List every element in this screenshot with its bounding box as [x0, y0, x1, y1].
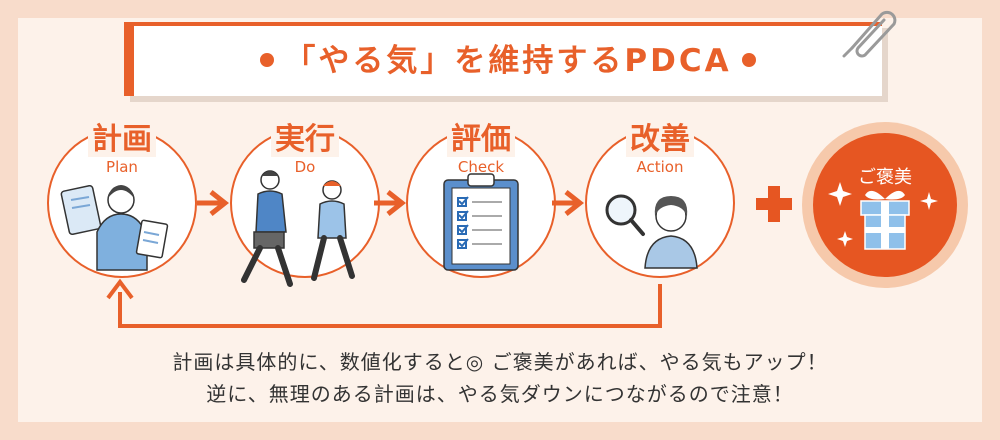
paperclip-icon [842, 10, 897, 58]
step-subtitle: Do [294, 158, 316, 176]
person-with-documents-icon [60, 184, 169, 271]
step-title: 計画 [37, 114, 207, 158]
gift-box-icon [828, 182, 938, 250]
caption-line-2: 逆に、無理のある計画は、やる気ダウンにつながるので注意！ [206, 382, 794, 406]
arrow-right-icon [197, 190, 229, 216]
arrow-right-icon [552, 190, 584, 216]
bullet-dot-right [741, 52, 756, 67]
checklist-clipboard-icon [443, 173, 519, 271]
bullet-dot-left [260, 52, 275, 67]
step-subtitle: Plan [106, 158, 138, 176]
step-title: 評価 [396, 114, 566, 158]
title-banner: 「やる気」を維持するPDCA [124, 22, 882, 96]
walking-people-icon [241, 170, 355, 287]
reward-label: ご褒美 [858, 167, 912, 188]
step-subtitle: Action [636, 158, 684, 176]
banner-title-row: 「やる気」を維持するPDCA [134, 26, 882, 96]
person-with-magnifier-icon [605, 194, 698, 269]
step-title: 改善 [575, 114, 745, 158]
reward-badge: ご褒美 [802, 122, 968, 288]
caption-line-1: 計画は具体的に、数値化すると◎ ご褒美があれば、やる気もアップ！ [172, 350, 828, 374]
reward-circle: ご褒美 [813, 133, 957, 277]
plus-icon [756, 186, 792, 222]
step-subtitle: Check [457, 158, 505, 176]
page-title: 「やる気」を維持するPDCA [284, 43, 732, 79]
arrow-right-icon [374, 190, 406, 216]
step-title: 実行 [220, 114, 390, 158]
